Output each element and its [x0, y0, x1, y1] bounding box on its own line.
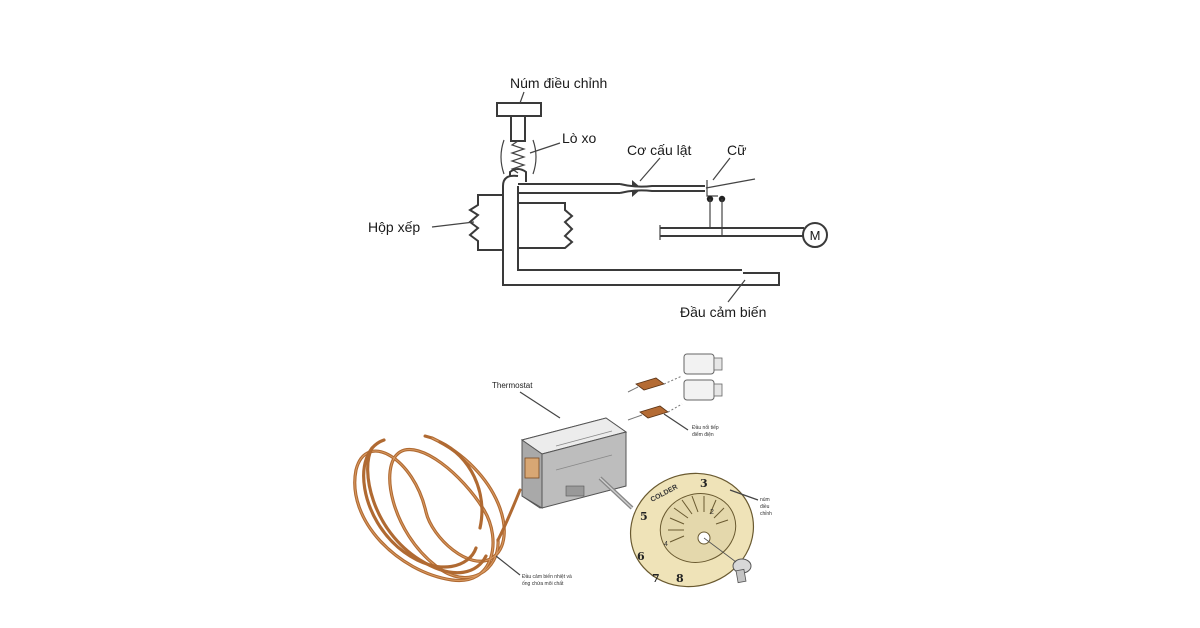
leader-connector — [663, 413, 689, 431]
label-spring: Lò xo — [562, 130, 596, 146]
label-sensor-bulb-1: Đầu cảm biến nhiệt và — [522, 574, 572, 580]
leader-dial — [729, 489, 759, 501]
leader-thermostat — [519, 391, 561, 419]
screw — [703, 537, 752, 584]
switch-contact — [705, 178, 756, 189]
label-connector-1: Đầu nối tiếp — [692, 425, 719, 431]
knob-head — [496, 102, 542, 117]
motor-circle — [802, 222, 828, 248]
capillary-outer — [502, 186, 780, 286]
label-bellows: Hộp xếp — [368, 219, 420, 235]
copper-coil — [353, 434, 522, 583]
motor-label: M — [810, 228, 821, 243]
bellows-left — [468, 194, 503, 251]
dial-number-4: 4 — [664, 541, 668, 548]
label-dial-1: núm — [760, 497, 770, 503]
leader-sensor-bulb — [495, 555, 521, 576]
leader-sensor — [727, 279, 746, 303]
label-sensor: Đầu cảm biến — [680, 304, 766, 320]
dial-number-5: 5 — [640, 510, 648, 523]
dial-number-2: 2 — [710, 509, 714, 516]
label-dial-3: chỉnh — [760, 510, 772, 517]
leader-bellows — [431, 221, 475, 228]
dial-number-8: 8 — [676, 572, 684, 585]
spring-bracket-right — [532, 139, 537, 175]
label-stop: Cữ — [727, 142, 746, 158]
label-dial-2: điều — [760, 504, 770, 510]
leader-knob — [519, 91, 525, 104]
flip-marker-top — [632, 180, 640, 187]
label-flip: Cơ cấu lật — [627, 142, 692, 158]
leader-stop — [712, 157, 731, 181]
capillary-inner — [517, 186, 742, 271]
dial-knob: COLDER 3 2 5 4 6 7 8 — [629, 472, 755, 588]
dial-number-7: 7 — [652, 572, 660, 585]
flip-marker-bottom — [632, 190, 640, 197]
dial-number-6: 6 — [637, 550, 645, 563]
label-thermostat: Thermostat — [492, 381, 533, 390]
lever-joint — [502, 174, 519, 187]
knob-stem — [510, 115, 526, 142]
thermostat-body — [520, 417, 634, 510]
label-connector-2: điểm điện — [692, 431, 714, 438]
stop — [706, 180, 718, 197]
schematic: M Núm điều chỉnh Lò xo Cơ cấu lật Cữ Hộp… — [368, 75, 828, 320]
leader-spring — [529, 142, 561, 154]
bellows-right — [518, 202, 574, 249]
dial-number-3: 3 — [700, 477, 708, 490]
label-sensor-bulb-2: ống chứa môi chất — [522, 581, 564, 587]
spring-bracket-left — [500, 139, 505, 175]
label-knob: Núm điều chỉnh — [510, 75, 607, 91]
connectors — [627, 353, 723, 421]
illustration: COLDER 3 2 5 4 6 7 8 Thermostat Đầu nối … — [353, 353, 772, 588]
leader-flip — [639, 157, 661, 182]
spring — [510, 140, 526, 174]
stem-cap — [509, 168, 527, 182]
